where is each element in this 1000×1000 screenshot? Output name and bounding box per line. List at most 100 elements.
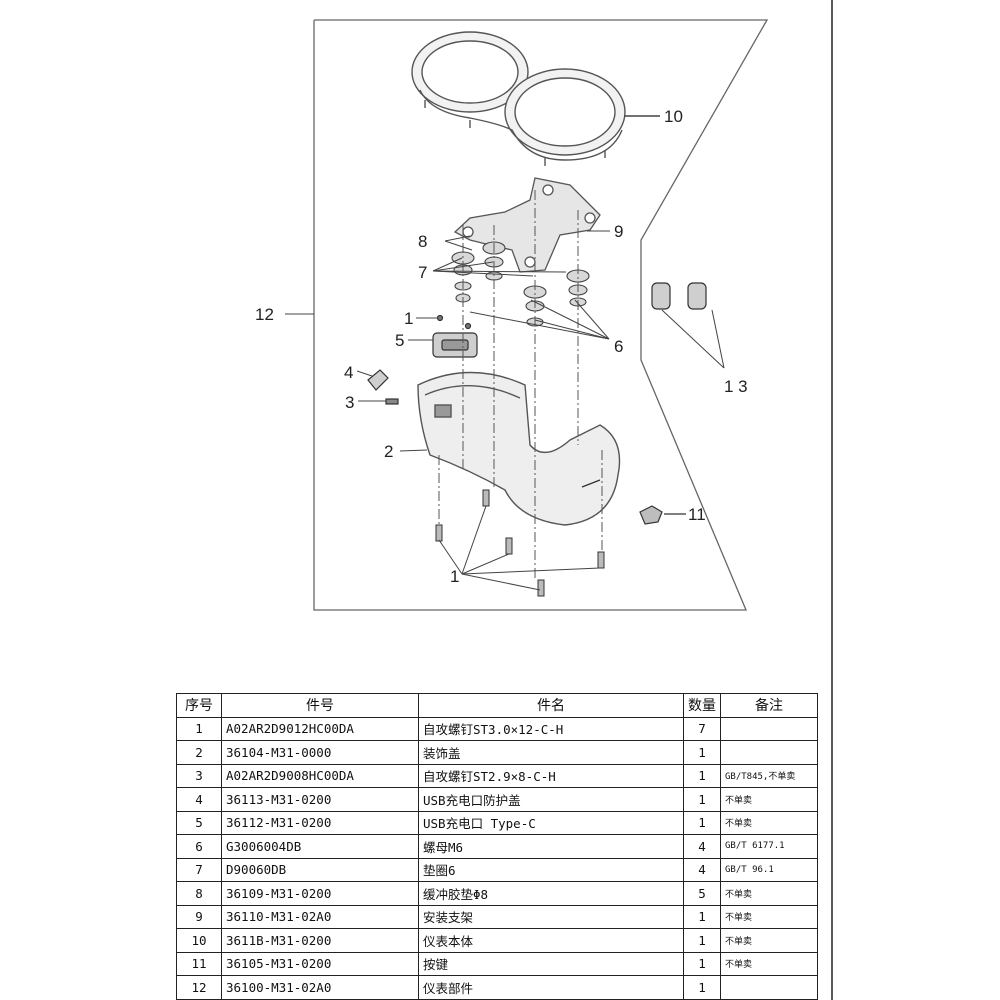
quantity-cell: 4 [683,857,721,882]
part-name-cell: 安装支架 [418,904,684,929]
callout-13: 1 3 [724,377,748,396]
part-number-cell: 36105-M31-0200 [221,951,419,976]
part-number-cell: 36109-M31-0200 [221,881,419,906]
quantity-cell: 1 [683,951,721,976]
callout-12: 12 [255,305,274,324]
row-number-cell: 7 [176,857,222,882]
remark-cell: GB/T845,不单卖 [720,763,818,788]
decorative-cover-drawing [417,371,621,526]
quantity-cell: 1 [683,787,721,812]
callout-4: 4 [344,363,353,382]
callout-8: 8 [418,232,427,251]
callout-9: 9 [614,222,623,241]
remark-cell [720,975,818,1000]
callout-10: 10 [664,107,683,126]
row-number-cell: 1 [176,716,222,741]
part-name-cell: 仪表部件 [418,975,684,1000]
part-name-cell: 螺母M6 [418,834,684,859]
part-number-cell: A02AR2D9012HC00DA [221,716,419,741]
row-number-cell: 9 [176,904,222,929]
callout-11: 11 [688,505,706,524]
part-name-cell: USB充电口防护盖 [418,787,684,812]
row-number-cell: 6 [176,834,222,859]
header-remark: 备注 [720,693,818,718]
callout-2: 2 [384,442,393,461]
quantity-cell: 1 [683,763,721,788]
part-name-cell: 仪表本体 [418,928,684,953]
centre-lines [438,190,603,580]
table-header-row: 序号 件号 件名 数量 备注 [176,693,818,718]
quantity-cell: 7 [683,716,721,741]
quantity-cell: 1 [683,975,721,1000]
remark-cell: 不单卖 [720,928,818,953]
connector-parts-drawing [651,282,707,310]
remark-cell [720,740,818,765]
row-number-cell: 8 [176,881,222,906]
callout-7: 7 [418,263,427,282]
remark-cell: 不单卖 [720,881,818,906]
part-number-cell: A02AR2D9008HC00DA [221,763,419,788]
row-number-cell: 10 [176,928,222,953]
remark-cell: 不单卖 [720,951,818,976]
remark-cell: 不单卖 [720,904,818,929]
remark-cell: 不单卖 [720,787,818,812]
part-name-cell: 垫圈6 [418,857,684,882]
remark-cell [720,716,818,741]
remark-cell: GB/T 6177.1 [720,834,818,859]
quantity-cell: 4 [683,834,721,859]
part-number-cell: 36113-M31-0200 [221,787,419,812]
part-name-cell: 装饰盖 [418,740,684,765]
row-number-cell: 11 [176,951,222,976]
header-no: 序号 [176,693,222,718]
header-part-name: 件名 [418,693,684,718]
assembly-frame [313,19,769,611]
button-part-drawing [639,505,686,525]
row-number-cell: 5 [176,810,222,835]
part-number-cell: 36110-M31-02A0 [221,904,419,929]
row-number-cell: 2 [176,740,222,765]
part-name-cell: 缓冲胶垫Φ8 [418,881,684,906]
remark-cell: 不单卖 [720,810,818,835]
quantity-cell: 1 [683,928,721,953]
part-name-cell: 自攻螺钉ST2.9×8-C-H [418,763,684,788]
part-name-cell: USB充电口 Type-C [418,810,684,835]
quantity-cell: 1 [683,904,721,929]
part-name-cell: 自攻螺钉ST3.0×12-C-H [418,716,684,741]
instrument-body-drawing [411,31,660,166]
callout-6: 6 [614,337,623,356]
callout-1-bottom: 1 [450,567,459,586]
callout-5: 5 [395,331,404,350]
part-number-cell: 36100-M31-02A0 [221,975,419,1000]
part-number-cell: 36112-M31-0200 [221,810,419,835]
header-quantity: 数量 [683,693,721,718]
part-number-cell: 3611B-M31-0200 [221,928,419,953]
part-number-cell: G3006004DB [221,834,419,859]
row-number-cell: 3 [176,763,222,788]
leader-lines [285,230,725,591]
quantity-cell: 1 [683,810,721,835]
callout-labels: 10 9 8 7 12 1 5 6 4 1 3 3 2 11 1 [255,107,748,586]
callout-3: 3 [345,393,354,412]
quantity-cell: 5 [683,881,721,906]
header-part-number: 件号 [221,693,419,718]
part-name-cell: 按键 [418,951,684,976]
quantity-cell: 1 [683,740,721,765]
part-number-cell: D90060DB [221,857,419,882]
callout-1-top: 1 [404,309,413,328]
mounting-bracket-drawing [453,177,601,273]
row-number-cell: 4 [176,787,222,812]
